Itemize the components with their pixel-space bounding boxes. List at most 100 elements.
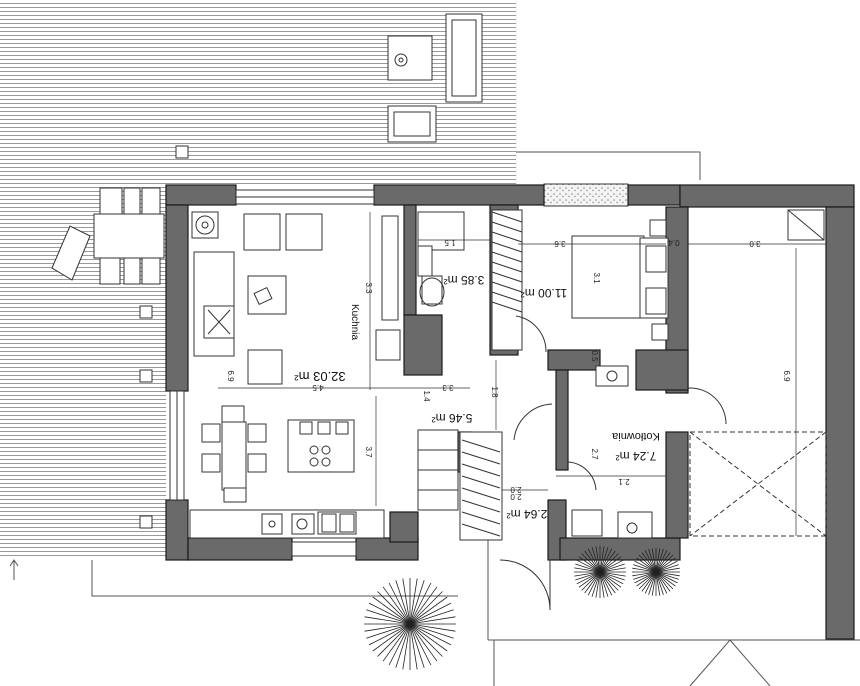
plant-branch [655, 571, 664, 595]
room-name-kotlownia: Kotłownia [611, 430, 660, 442]
room-area-bedroom: 11.00 m² [521, 286, 567, 300]
room-area-kotlownia: 32.03 m² [294, 369, 346, 384]
plant-branch [633, 571, 657, 580]
plant-branch [578, 571, 601, 588]
plant-branch [409, 580, 425, 625]
plant-branch [599, 571, 613, 596]
plant-branch [638, 554, 657, 573]
plant-branch [655, 571, 661, 596]
plant-branch [655, 571, 676, 587]
plant-branch [655, 549, 664, 573]
dim-label: 0.4 [668, 238, 680, 247]
plant-branch [655, 567, 680, 573]
plant-branch [655, 571, 679, 580]
plant-branch [402, 623, 411, 670]
dim-label: 2.7 [590, 448, 599, 460]
plant-branch [634, 571, 657, 584]
plant-branch [409, 623, 425, 668]
plant-branch [644, 550, 657, 573]
plant-branch [599, 571, 605, 598]
plant-branch [655, 554, 674, 573]
plant-branch [632, 571, 657, 577]
room-area-bathroom: 3.85 m² [444, 273, 485, 287]
plant-branch [655, 564, 679, 573]
plant-branch [366, 609, 411, 625]
room-area-hall: 5.46 m² [432, 411, 473, 425]
furniture [189, 209, 825, 541]
room-area-kotlownia-label: 7.24 m² [616, 449, 657, 463]
plant-branch [574, 567, 601, 573]
plant-branch [409, 623, 454, 639]
plant-branch [633, 564, 657, 573]
dim-label: 3.3 [442, 383, 454, 392]
plant-branch [364, 623, 411, 632]
plant-branch [648, 571, 657, 595]
plant-branch [368, 602, 411, 625]
plant-branch [409, 578, 418, 625]
dim-label: 3.1 [592, 272, 601, 284]
plant-branch [655, 560, 678, 573]
dim-label: 3.3 [364, 282, 373, 294]
plant-branch [636, 557, 657, 573]
dim-label: 2.1 [618, 477, 630, 486]
plant-branch [599, 571, 622, 588]
dim-label: 6.9 [782, 370, 791, 382]
plant-branch [655, 550, 668, 573]
plant-branch [632, 567, 657, 573]
plant-branch [591, 571, 601, 597]
plant-branch [388, 582, 411, 625]
door-swings [499, 315, 727, 611]
plant-branch [409, 609, 454, 625]
plant-branch [409, 582, 432, 625]
plant-branch [599, 550, 616, 573]
plant-branch [636, 571, 657, 587]
plant-branch [641, 571, 657, 592]
gravel-strip [543, 183, 629, 207]
plant-branch [382, 586, 411, 625]
plant-branch [409, 586, 438, 625]
garage-overhead [689, 431, 827, 537]
dim-label: 3.7 [364, 446, 373, 458]
room-label-kitchen: Kuchnia [349, 304, 360, 341]
deck-planter-top [175, 13, 483, 159]
dim-label: 4.5 [312, 383, 324, 392]
plant-branch [599, 547, 609, 573]
plant-branch [655, 571, 671, 592]
plant-branch [576, 559, 601, 573]
dim-label: 2.0 [510, 485, 522, 494]
plant-branch [655, 548, 661, 573]
plant-branch [599, 548, 613, 573]
plant-branch [655, 571, 680, 577]
dim-label: 3.6 [554, 239, 566, 248]
plant-branch [377, 623, 411, 657]
plant-branch [372, 596, 411, 625]
plant-branch [409, 591, 443, 625]
plant-branch [409, 623, 432, 666]
plant-branch [651, 571, 657, 596]
plant-branch [409, 602, 452, 625]
plant-branch [655, 571, 678, 584]
plant-branch [575, 571, 601, 581]
plant-branch [574, 571, 601, 577]
plant-branch [409, 623, 438, 662]
dimension-lines [218, 212, 826, 536]
dim-label: 1.5 [444, 238, 456, 247]
plant-branch [595, 571, 601, 598]
plant-branch [364, 616, 411, 625]
plant-branch [587, 571, 601, 596]
plant-branch [409, 623, 443, 657]
plant-branch [402, 578, 411, 625]
plant-branch [599, 563, 625, 573]
dim-label: 1.4 [422, 390, 431, 402]
dim-label: 1.8 [490, 386, 499, 398]
plant-branch [599, 556, 622, 573]
plant-branch [409, 623, 456, 632]
dim-label: 0.5 [590, 350, 599, 362]
plant-branch [655, 571, 668, 594]
plant-branch [581, 571, 601, 591]
plant-branch [599, 571, 609, 597]
plant-branch [382, 623, 411, 662]
plant-branch [409, 623, 452, 646]
site-lines [9, 151, 860, 686]
